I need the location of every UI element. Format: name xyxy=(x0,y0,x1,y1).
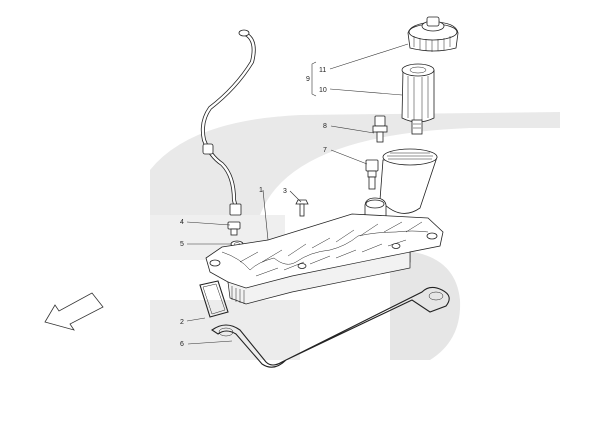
oil-filter-cartridge xyxy=(401,63,435,135)
large-gasket xyxy=(211,286,450,368)
oil-temperature-sensor xyxy=(365,159,379,190)
small-gasket xyxy=(199,280,229,318)
callout-10: 10 xyxy=(319,87,327,94)
oil-pressure-sensor xyxy=(372,115,388,143)
oil-filter-cap xyxy=(407,16,459,52)
dipstick-tube xyxy=(200,29,256,216)
oil-module-housing xyxy=(205,213,444,305)
mounting-bolt xyxy=(295,199,309,217)
callout-11: 11 xyxy=(319,67,326,74)
callout-3: 3 xyxy=(283,188,287,195)
drain-plug xyxy=(227,221,241,236)
arrow-down-left-icon xyxy=(44,292,104,331)
callout-9: 9 xyxy=(306,76,310,83)
callout-6: 6 xyxy=(180,341,184,348)
callout-1: 1 xyxy=(259,187,263,194)
callout-labels: 11 10 9 8 7 3 1 4 5 2 6 xyxy=(180,67,327,348)
leader-lines xyxy=(186,43,409,345)
callout-8: 8 xyxy=(323,123,327,130)
callout-2: 2 xyxy=(180,319,184,326)
callout-4: 4 xyxy=(180,219,184,226)
callout-5: 5 xyxy=(180,241,184,248)
callout-7: 7 xyxy=(323,147,327,154)
